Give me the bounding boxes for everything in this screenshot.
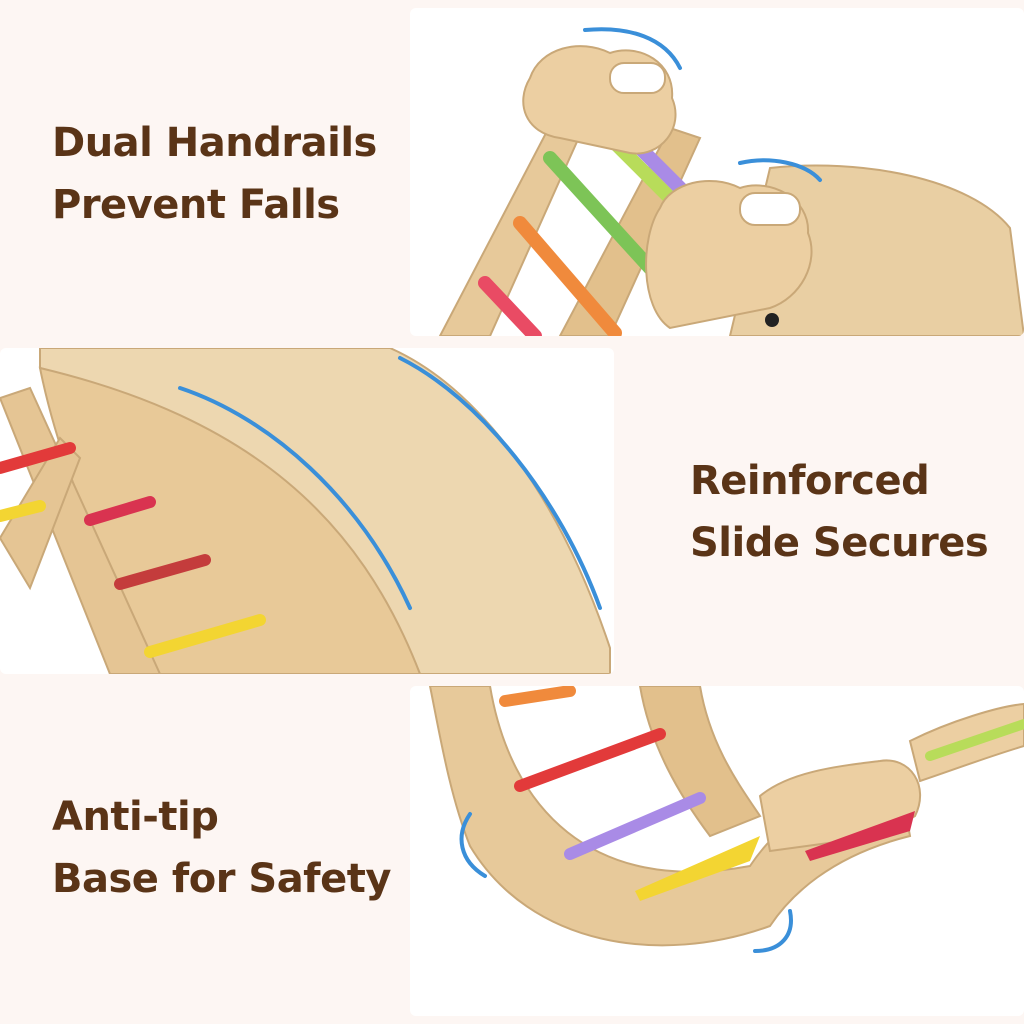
caption-handrails-line2: Prevent Falls <box>52 182 340 228</box>
rocker-rung-orange <box>499 686 576 707</box>
rung-green <box>543 151 657 275</box>
rocker-rung-red-side <box>805 811 915 861</box>
motion-arc-middle <box>738 158 822 182</box>
photo-rocker <box>410 686 1024 1016</box>
rung-red <box>478 276 542 336</box>
slide-rung-red-2 <box>84 496 156 526</box>
caption-base-line2: Base for Safety <box>52 856 391 902</box>
rocker-illustration <box>428 686 1024 953</box>
caption-slide: Reinforced Slide Secures <box>690 450 989 574</box>
photo-slide <box>0 348 614 674</box>
handrail-front-hole <box>739 192 801 226</box>
caption-slide-line1: Reinforced <box>690 458 930 504</box>
caption-handrails: Dual Handrails Prevent Falls <box>52 112 377 236</box>
slide-board <box>728 164 1024 336</box>
slide-motion-arc-outer <box>398 356 602 610</box>
photo-handrails <box>410 8 1024 336</box>
slide-illustration <box>0 348 611 674</box>
motion-arc-top <box>583 27 682 70</box>
caption-base-line1: Anti-tip <box>52 794 219 840</box>
slide-rung-red-3 <box>114 554 211 590</box>
rung-orange <box>513 216 622 336</box>
rocker-motion-arc-left <box>459 812 487 878</box>
handrail-back-hole <box>609 62 666 94</box>
caption-slide-line2: Slide Secures <box>690 520 989 566</box>
handrails-illustration <box>438 27 1024 336</box>
slide-rung-yellow-1 <box>0 500 46 522</box>
knob <box>765 313 779 327</box>
rocker-rung-yellow <box>635 836 760 901</box>
slide-rung-yellow-2 <box>144 614 266 658</box>
slide-rung-red-1 <box>0 442 76 474</box>
caption-base: Anti-tip Base for Safety <box>52 786 391 910</box>
rocker-motion-arc-right <box>753 909 793 953</box>
slide-ladder-back-rail <box>0 436 82 591</box>
rocker-frame <box>428 686 912 947</box>
rocker-rung-purple <box>564 792 706 860</box>
caption-handrails-line1: Dual Handrails <box>52 120 377 166</box>
slide-motion-arc-inner <box>178 386 412 610</box>
rocker-rung-green <box>925 719 1024 761</box>
rocker-rung-red <box>514 728 666 792</box>
